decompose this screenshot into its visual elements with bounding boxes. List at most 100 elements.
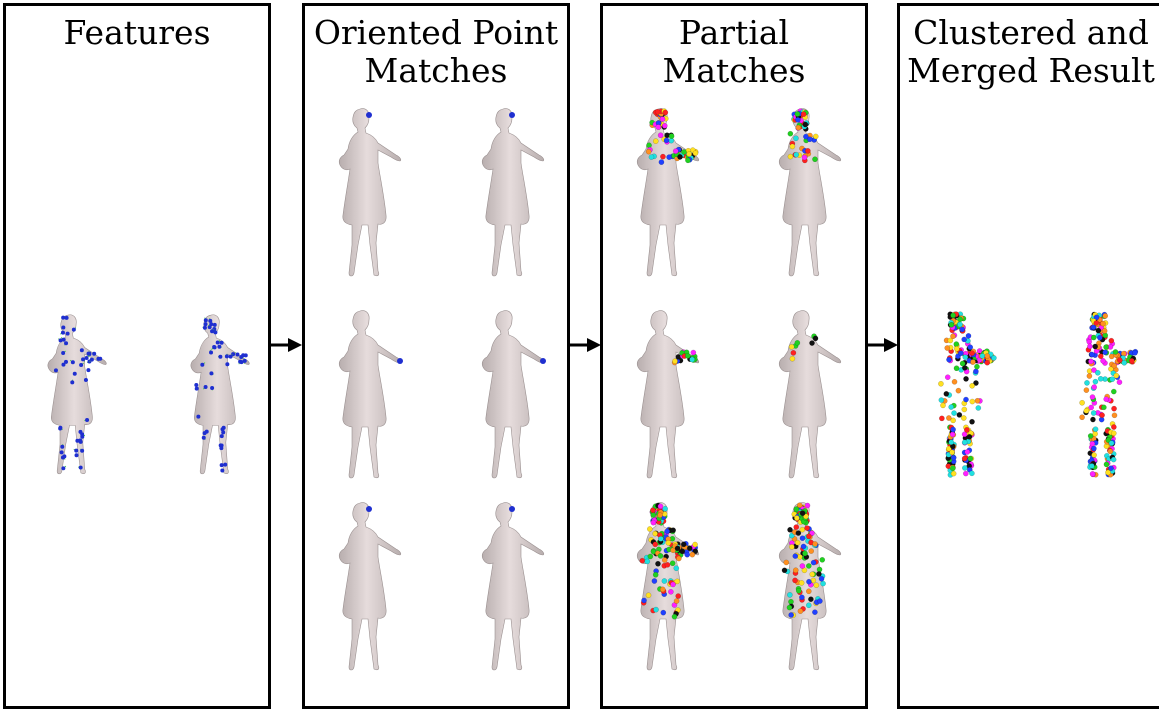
oriented-point-marker (397, 358, 403, 364)
oriented-point-marker (509, 506, 515, 512)
cluster-sphere (690, 357, 695, 362)
cluster-sphere (647, 526, 652, 531)
cluster-sphere (676, 593, 681, 598)
feature-point (62, 454, 66, 458)
cluster-sphere (663, 110, 668, 115)
cluster-sphere (1111, 424, 1116, 429)
cluster-sphere (653, 572, 658, 577)
cluster-sphere (950, 334, 955, 339)
cluster-sphere (967, 434, 972, 439)
feature-point (220, 434, 224, 438)
cluster-sphere (652, 578, 657, 583)
cluster-sphere (969, 419, 974, 424)
feature-point (79, 363, 83, 367)
feature-point (194, 383, 198, 387)
panel-title-partial-matches: Partial Matches (603, 14, 865, 90)
cluster-sphere (662, 123, 667, 128)
panel-title-oriented-point-matches: Oriented Point Matches (305, 14, 567, 90)
feature-point (209, 351, 213, 355)
mesh-body (339, 311, 401, 478)
feature-point (236, 353, 240, 357)
cluster-sphere (809, 340, 814, 345)
feature-point (80, 449, 84, 453)
cluster-sphere (963, 376, 968, 381)
feature-point (203, 326, 207, 330)
cluster-sphere (1089, 405, 1094, 410)
cluster-sphere (962, 440, 967, 445)
cluster-sphere (1090, 471, 1095, 476)
cluster-sphere (1104, 462, 1109, 467)
cluster-sphere (1102, 328, 1107, 333)
panel-title-clustered-merged: Clustered and Merged Result (900, 14, 1159, 90)
oriented-point-marker (509, 112, 515, 118)
cluster-sphere (968, 456, 973, 461)
feature-point (58, 426, 62, 430)
arrow-3 (864, 335, 900, 355)
cluster-sphere (669, 134, 674, 139)
feature-point (210, 386, 214, 390)
feature-point (205, 430, 209, 434)
feature-point (66, 332, 70, 336)
feature-point (75, 453, 79, 457)
cluster-sphere (1094, 320, 1099, 325)
cluster-sphere (788, 599, 793, 604)
cluster-sphere (940, 403, 945, 408)
feature-point (218, 355, 222, 359)
cluster-sphere (646, 149, 651, 154)
cluster-sphere (965, 449, 970, 454)
oriented-figure-left-2 (312, 305, 412, 485)
cluster-sphere (957, 317, 962, 322)
cluster-sphere (782, 568, 787, 573)
cluster-sphere (812, 541, 817, 546)
cluster-sphere (666, 540, 671, 545)
cluster-sphere (787, 592, 792, 597)
cluster-sphere (962, 407, 967, 412)
cluster-sphere (1109, 441, 1114, 446)
feature-point (204, 318, 208, 322)
partial-figure-right-1 (752, 103, 852, 283)
cluster-sphere (812, 610, 817, 615)
cluster-sphere (1090, 441, 1095, 446)
feature-point (71, 360, 75, 364)
cluster-sphere (653, 531, 658, 536)
cluster-sphere (792, 578, 797, 583)
cluster-sphere (950, 466, 955, 471)
cluster-sphere (665, 529, 670, 534)
cluster-sphere (821, 581, 826, 586)
cluster-sphere (1089, 463, 1094, 468)
features-figure-left (22, 305, 117, 485)
cluster-sphere (806, 603, 811, 608)
cluster-sphere (957, 412, 962, 417)
feature-point (86, 368, 90, 372)
cluster-sphere (800, 563, 805, 568)
cluster-sphere (673, 149, 678, 154)
feature-point (80, 348, 84, 352)
cluster-sphere (795, 340, 800, 345)
feature-point (195, 387, 199, 391)
feature-point (241, 353, 245, 357)
cluster-sphere (685, 353, 690, 358)
oriented-figure-left-3 (312, 497, 412, 677)
oriented-figure-right-2 (455, 305, 555, 485)
cluster-sphere (952, 379, 957, 384)
cluster-sphere (787, 605, 792, 610)
cluster-sphere (649, 154, 654, 159)
cluster-sphere (980, 353, 985, 358)
cluster-sphere (974, 364, 979, 369)
cluster-sphere (806, 563, 811, 568)
cluster-sphere (646, 143, 651, 148)
cluster-sphere (674, 598, 679, 603)
cluster-sphere (799, 580, 804, 585)
cluster-sphere (660, 154, 665, 159)
feature-point (87, 352, 91, 356)
cluster-sphere (964, 427, 969, 432)
mesh-body (637, 311, 699, 478)
feature-point (64, 360, 68, 364)
feature-point (217, 345, 221, 349)
cluster-sphere (973, 369, 978, 374)
cluster-sphere (795, 540, 800, 545)
cluster-sphere (985, 360, 990, 365)
cluster-sphere (970, 359, 975, 364)
cluster-sphere (800, 511, 805, 516)
cluster-sphere (640, 558, 645, 563)
